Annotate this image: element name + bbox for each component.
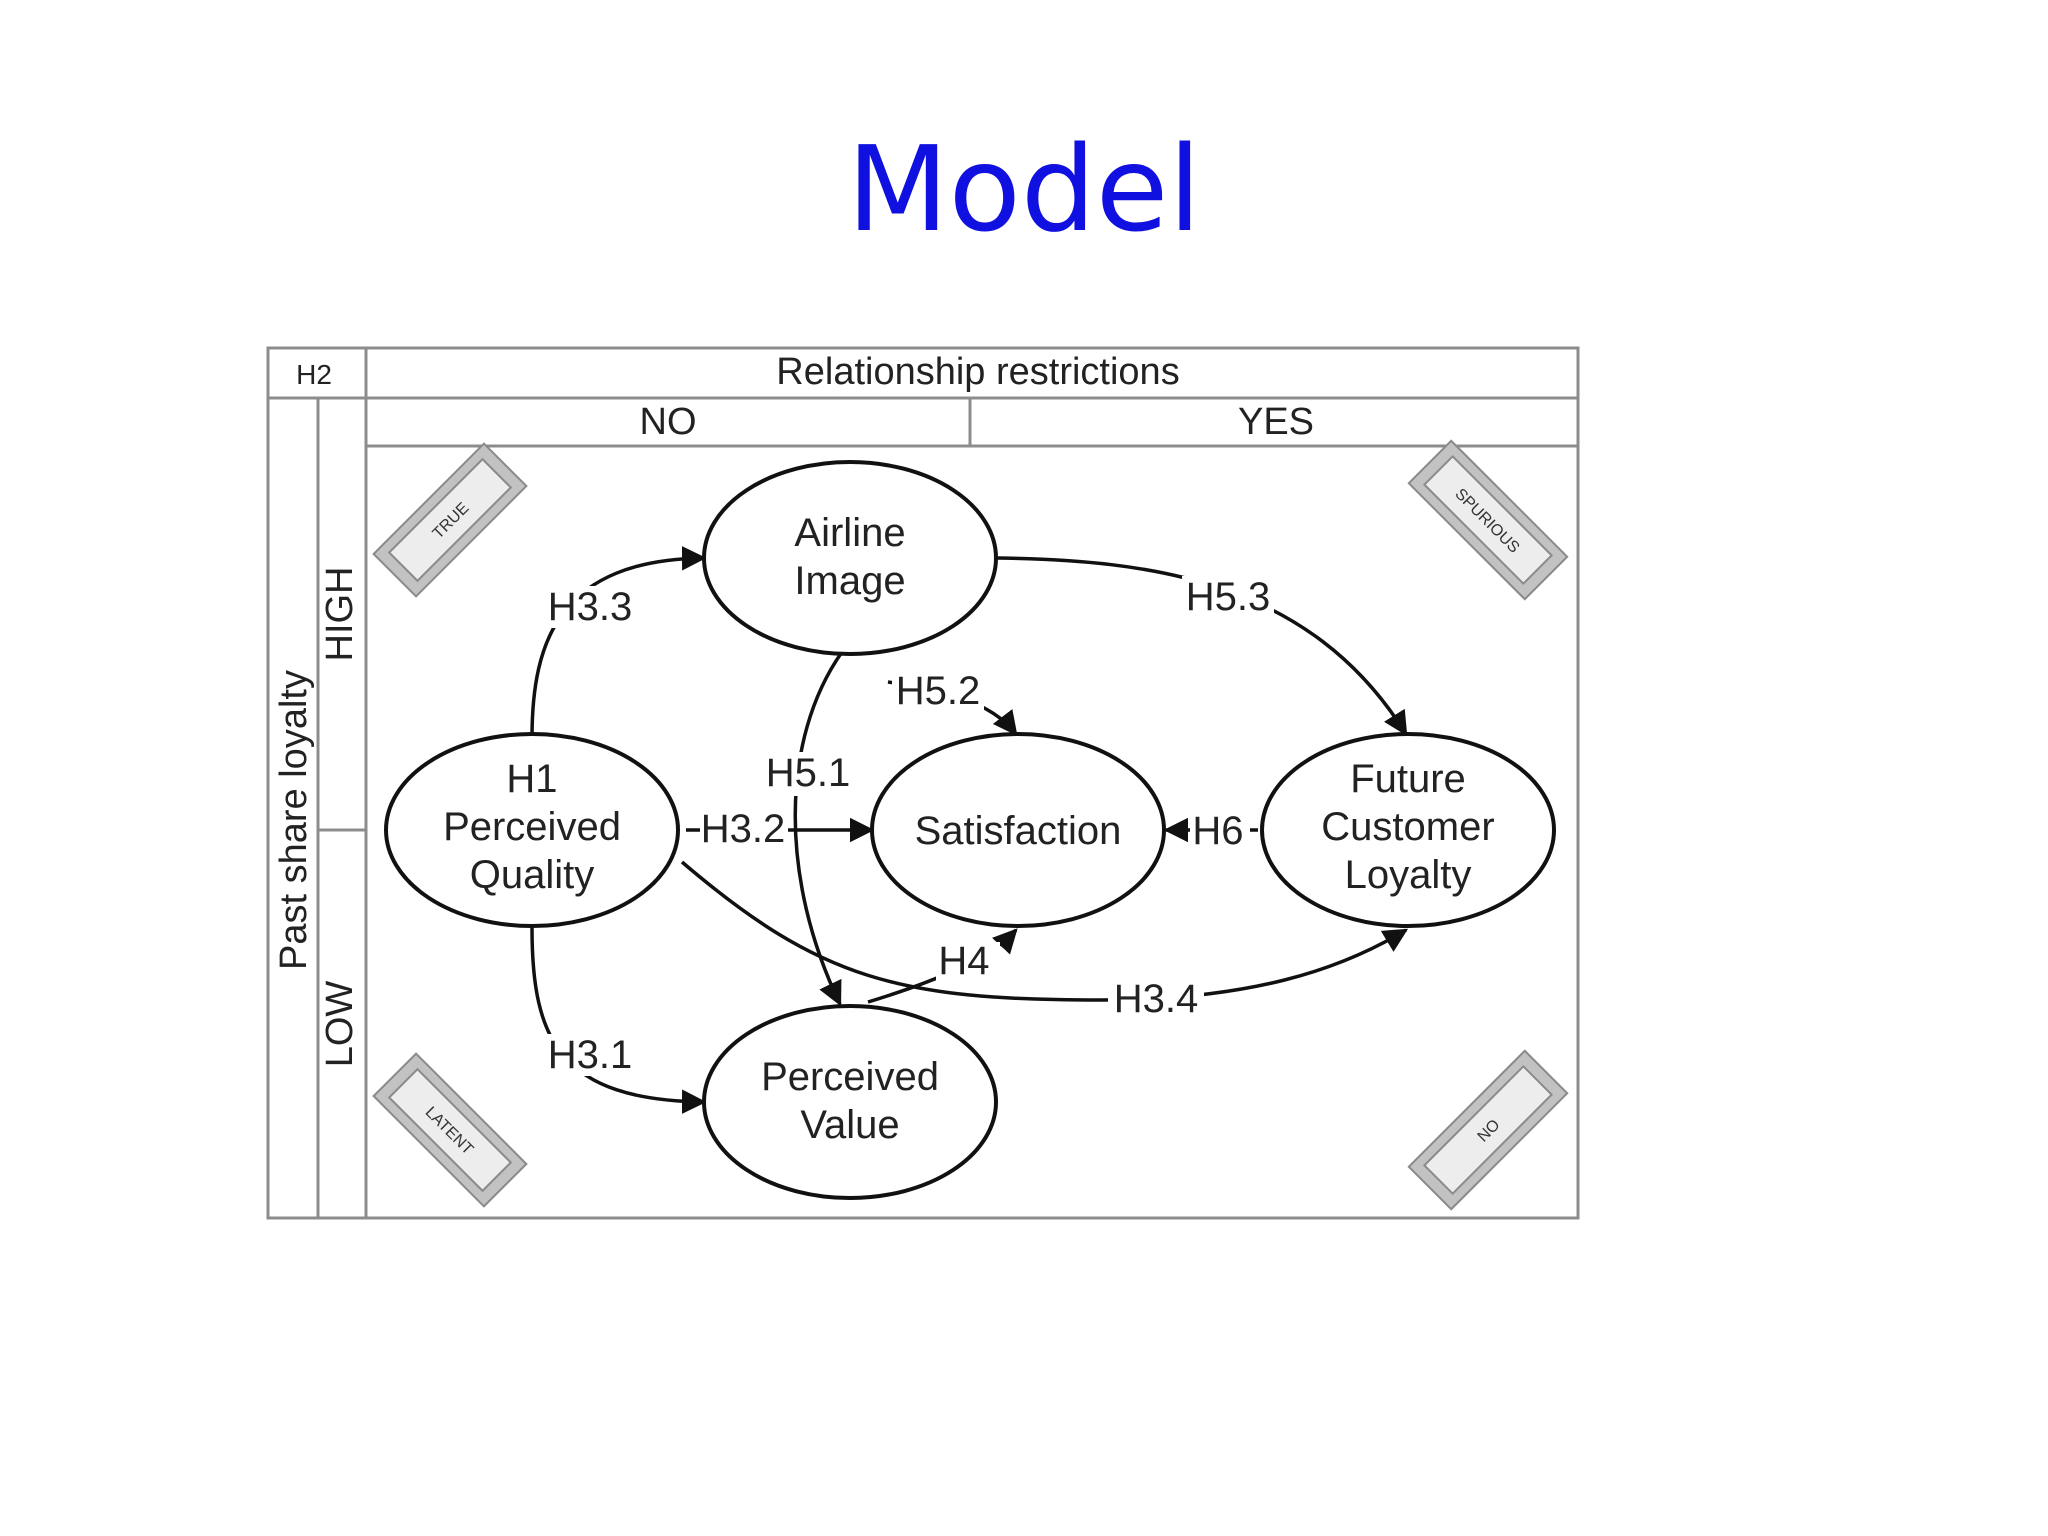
node-label-image: Image: [794, 559, 905, 603]
edge-label-h6: H6: [1192, 809, 1243, 853]
node-future-customer-loyalty: Future Customer Loyalty: [1260, 732, 1556, 928]
edge-label-h3-3: H3.3: [548, 585, 633, 629]
node-label-perceived-2: Perceived: [761, 1055, 939, 1099]
quadrant-badge-true: TRUE: [372, 442, 528, 598]
column-no-label: NO: [640, 401, 697, 443]
node-satisfaction: Satisfaction: [870, 732, 1166, 928]
node-label-perceived: Perceived: [443, 805, 621, 849]
columns-title: Relationship restrictions: [776, 351, 1179, 393]
matrix-frame: [266, 346, 1580, 1220]
edge-label-h3-2: H3.2: [701, 807, 786, 851]
quadrant-badge-spurious: SPURIOUS: [1407, 439, 1569, 601]
edge-label-h4: H4: [938, 939, 989, 983]
node-perceived-quality: H1 Perceived Quality: [384, 732, 680, 928]
slide-title: Model: [846, 120, 1202, 258]
node-label-customer: Customer: [1321, 805, 1494, 849]
row-high-label: HIGH: [319, 567, 361, 662]
quadrant-badge-latent: LATENT: [372, 1052, 528, 1208]
quadrant-badge-no: NO: [1407, 1049, 1569, 1211]
row-low-label: LOW: [319, 981, 361, 1068]
column-yes-label: YES: [1238, 401, 1314, 443]
node-label-loyalty: Loyalty: [1345, 853, 1472, 897]
rows-title: Past share loyalty: [273, 670, 315, 970]
node-airline-image: Airline Image: [702, 460, 998, 656]
edge-label-h5-3: H5.3: [1186, 575, 1271, 619]
node-label-h1: H1: [506, 757, 557, 801]
node-label-future: Future: [1350, 757, 1466, 801]
edge-label-h3-1: H3.1: [548, 1033, 633, 1077]
corner-label: H2: [296, 359, 332, 390]
node-label-airline: Airline: [794, 511, 905, 555]
node-label-value: Value: [800, 1103, 899, 1147]
edge-label-h5-1: H5.1: [766, 751, 851, 795]
node-perceived-value: Perceived Value: [702, 1004, 998, 1200]
edge-label-h3-4: H3.4: [1114, 977, 1199, 1021]
node-label-satisfaction: Satisfaction: [915, 809, 1122, 853]
edge-label-h5-2: H5.2: [896, 669, 981, 713]
edge-h3-4: [680, 860, 1409, 1002]
edge-h5-1: [793, 650, 844, 1007]
node-label-quality: Quality: [470, 853, 595, 897]
